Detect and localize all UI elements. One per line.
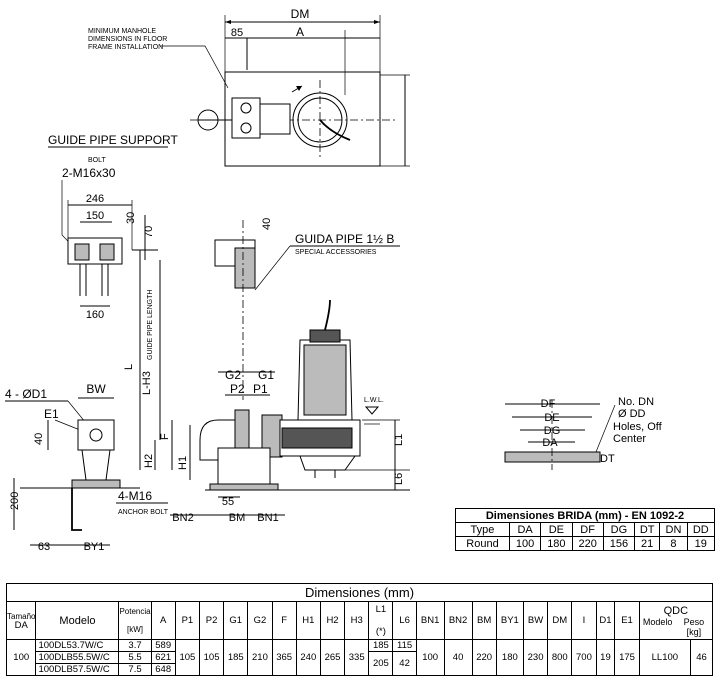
svg-text:BM: BM bbox=[229, 512, 246, 524]
svg-text:40: 40 bbox=[33, 433, 45, 445]
dim-85: 85 bbox=[231, 27, 243, 39]
svg-text:L6: L6 bbox=[393, 473, 405, 485]
svg-text:150: 150 bbox=[86, 210, 104, 222]
svg-text:4 - ØD1: 4 - ØD1 bbox=[5, 387, 47, 401]
flange-view: DF DE DG DA DT No. DN Ø DD Holes, Off Ce… bbox=[504, 396, 663, 470]
svg-text:4-M16: 4-M16 bbox=[118, 489, 152, 503]
bolt-label: BOLT bbox=[88, 157, 106, 164]
svg-text:P1: P1 bbox=[253, 382, 268, 396]
svg-text:Center: Center bbox=[613, 433, 646, 445]
svg-text:160: 160 bbox=[86, 309, 104, 321]
svg-text:L: L bbox=[123, 364, 135, 370]
svg-text:L.W.L.: L.W.L. bbox=[364, 397, 384, 404]
svg-text:FRAME INSTALLATION: FRAME INSTALLATION bbox=[88, 44, 163, 51]
svg-text:SPECIAL ACCESSORIES: SPECIAL ACCESSORIES bbox=[295, 249, 377, 256]
svg-text:DA: DA bbox=[542, 437, 558, 449]
svg-text:MINIMUM MANHOLE: MINIMUM MANHOLE bbox=[88, 28, 156, 35]
svg-text:H2: H2 bbox=[143, 454, 155, 468]
guide-support-title: GUIDE PIPE SUPPORT bbox=[48, 133, 178, 147]
svg-text:BW: BW bbox=[86, 382, 106, 396]
svg-text:No. DN: No. DN bbox=[618, 396, 654, 408]
svg-text:L1: L1 bbox=[393, 434, 405, 446]
svg-text:BY1: BY1 bbox=[84, 541, 105, 553]
svg-text:Ø DD: Ø DD bbox=[618, 408, 646, 420]
guide-pipe-label: GUIDA PIPE 1½ B bbox=[295, 232, 394, 246]
flange-table-title: Dimensiones BRIDA (mm) - EN 1092-2 bbox=[455, 508, 715, 523]
svg-text:P2: P2 bbox=[230, 382, 245, 396]
svg-text:DE: DE bbox=[544, 412, 559, 424]
guide-support: GUIDE PIPE SUPPORT BOLT 2-M16x30 246 150… bbox=[48, 133, 178, 321]
svg-text:BN2: BN2 bbox=[172, 512, 193, 524]
svg-text:DG: DG bbox=[544, 425, 561, 437]
pump-side-view: G2 G1 P2 P1 L.W.L. L1 L6 55 bbox=[170, 299, 410, 524]
manhole-note: MINIMUM MANHOLE DIMENSIONS IN FLOOR FRAM… bbox=[88, 28, 167, 51]
svg-text:200: 200 bbox=[9, 492, 21, 510]
svg-text:L-H3: L-H3 bbox=[141, 371, 153, 395]
svg-text:DT: DT bbox=[600, 453, 615, 465]
technical-drawing: DM 85 A MINIMUM MANHOLE DIMENSIONS IN FL… bbox=[5, 7, 663, 553]
table-row: Round 100 180 220 156 21 8 19 bbox=[455, 536, 716, 551]
plan-view: DM 85 A MINIMUM MANHOLE DIMENSIONS IN FL… bbox=[88, 7, 410, 167]
vertical-dims: L GUIDE PIPE LENGTH L-H3 H2 F H1 bbox=[123, 250, 191, 480]
guide-pipe: 40 GUIDA PIPE 1½ B SPECIAL ACCESSORIES bbox=[214, 218, 400, 400]
dimensions-title: Dimensiones (mm) bbox=[6, 583, 713, 602]
svg-text:E1: E1 bbox=[44, 407, 59, 421]
svg-text:40: 40 bbox=[261, 218, 273, 230]
dim-a: A bbox=[296, 25, 304, 39]
svg-text:30: 30 bbox=[125, 212, 137, 224]
bolt-spec: 2-M16x30 bbox=[62, 166, 116, 180]
svg-text:70: 70 bbox=[143, 226, 155, 238]
svg-text:Holes, Off: Holes, Off bbox=[613, 421, 663, 433]
svg-text:H1: H1 bbox=[177, 456, 189, 470]
svg-text:G1: G1 bbox=[258, 368, 274, 382]
flange-table: Dimensiones BRIDA (mm) - EN 1092-2 Type … bbox=[455, 508, 716, 551]
svg-text:246: 246 bbox=[86, 193, 104, 205]
svg-text:DF: DF bbox=[541, 398, 556, 410]
dim-dm: DM bbox=[291, 7, 310, 21]
svg-text:63: 63 bbox=[38, 541, 50, 553]
base-view: 4 - ØD1 E1 BW 40 200 63 BY1 4-M16 ANCHOR… bbox=[5, 382, 169, 553]
svg-text:55: 55 bbox=[222, 496, 234, 508]
svg-text:BN1: BN1 bbox=[257, 512, 278, 524]
table-row: 100 100DL53.7W/C 3.7 589 105 105 185 210… bbox=[5, 639, 713, 676]
svg-text:G2: G2 bbox=[225, 368, 241, 382]
table-row: 100DLB57.5W/C 7.5 648 bbox=[7, 663, 713, 676]
svg-text:DIMENSIONS IN FLOOR: DIMENSIONS IN FLOOR bbox=[88, 36, 167, 43]
svg-text:F: F bbox=[159, 433, 171, 440]
svg-text:GUIDE PIPE LENGTH: GUIDE PIPE LENGTH bbox=[147, 290, 154, 360]
svg-text:ANCHOR BOLT: ANCHOR BOLT bbox=[118, 509, 169, 516]
